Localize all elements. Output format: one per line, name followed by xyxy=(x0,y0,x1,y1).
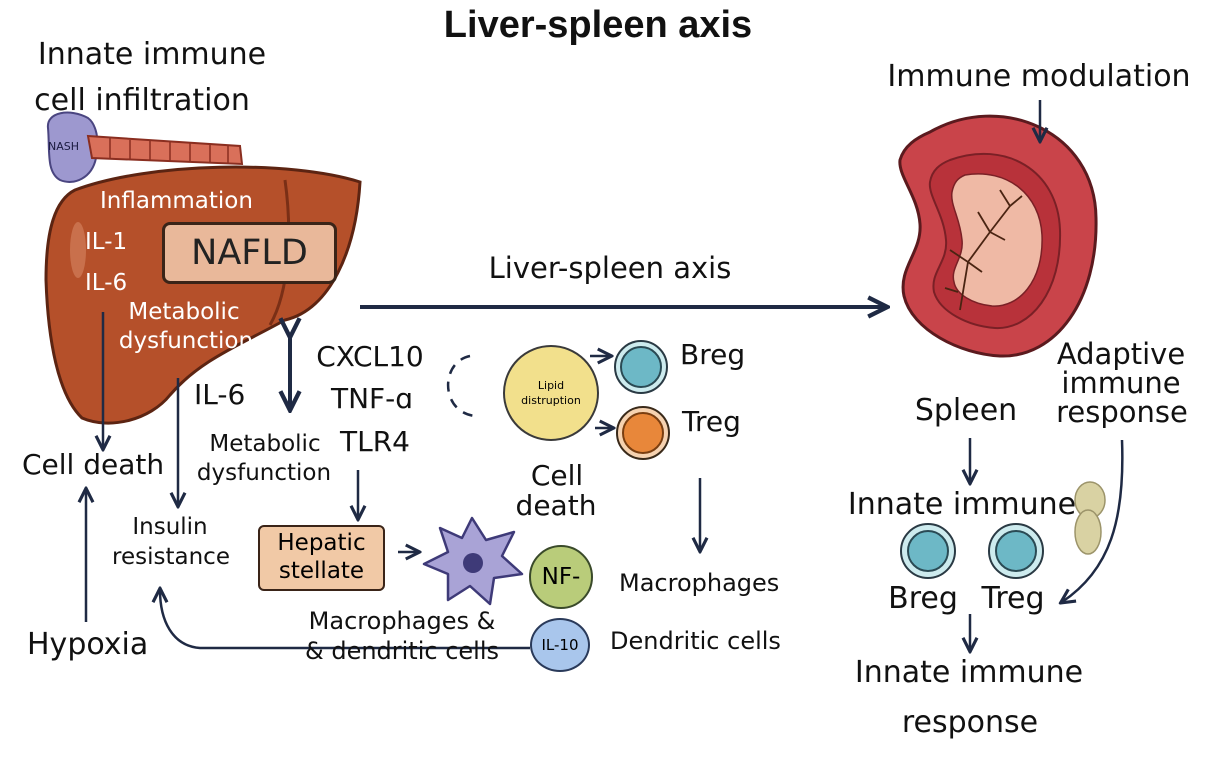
stellate-label: stellate xyxy=(278,558,365,584)
lipid-loop-dashed xyxy=(446,354,476,418)
macrophages-and-label: Macrophages & xyxy=(308,607,496,635)
innate-immune-header: Innate immune xyxy=(37,37,267,72)
metabolic-liver-label: Metabolic xyxy=(128,299,240,325)
innate-immune-spleen-label: Innate immune xyxy=(847,487,1077,522)
hepatic-label: Hepatic xyxy=(277,530,366,557)
breg-cell-icon xyxy=(614,340,668,394)
resistance-label: resistance xyxy=(112,544,230,570)
tnf-label: TNF-ɑ xyxy=(330,382,414,415)
macrophage-cell-icon xyxy=(422,516,524,606)
metabolic-center-label: Metabolic xyxy=(209,431,321,457)
immune-modulation-label: Immune modulation xyxy=(887,59,1191,94)
treg-spleen-label: Treg xyxy=(981,581,1045,616)
liver-spleen-axis-label: Liver-spleen axis xyxy=(488,251,732,285)
il1-label: IL-1 xyxy=(85,229,128,255)
response-label: response xyxy=(1056,395,1188,429)
breg-spleen-cell-icon xyxy=(900,523,956,579)
small-cell-icon xyxy=(1074,481,1106,555)
cell-death-left-label: Cell death xyxy=(22,448,165,481)
adaptive-to-treg-arrow xyxy=(1062,439,1124,602)
immune-label: immune xyxy=(1061,366,1181,400)
nash-label: NASH xyxy=(48,140,80,153)
dysfunction-liver-label: dysfunction xyxy=(118,328,254,354)
macrophages-to-insulin-arrow xyxy=(160,590,508,650)
hypoxia-label: Hypoxia xyxy=(27,627,149,662)
breg-spleen-label: Breg xyxy=(888,581,958,616)
lipid-label: Lipid xyxy=(537,378,565,392)
dysfunction-center-label: dysfunction xyxy=(196,460,332,486)
spleen-icon xyxy=(898,114,1098,358)
adaptive-label: Adaptive xyxy=(1056,337,1186,371)
distruption-label: distruption xyxy=(521,394,581,407)
cell-infiltration-header: cell infiltration xyxy=(34,83,250,118)
cell-death-center-bottom: death xyxy=(515,489,597,522)
treg-spleen-cell-icon xyxy=(988,523,1044,579)
il6-liver-label: IL-6 xyxy=(85,270,128,296)
hepatic-stellate-box: Hepatic stellate xyxy=(258,525,385,591)
breg-center-label: Breg xyxy=(680,338,746,371)
nf-cell: NF- xyxy=(529,545,593,609)
treg-cell-icon xyxy=(616,406,670,460)
cell-death-center-top: Cell xyxy=(530,459,584,492)
tlr4-label: TLR4 xyxy=(340,425,410,458)
treg-center-label: Treg xyxy=(682,405,741,438)
macrophages-label: Macrophages xyxy=(619,569,780,597)
dendritic-cells-label: Dendritic cells xyxy=(610,627,781,655)
il10-cell: IL-10 xyxy=(530,618,590,672)
innate-immune-response-top: Innate immune xyxy=(854,655,1084,690)
innate-immune-response-bottom: response xyxy=(901,705,1039,740)
cxcl10-label: CXCL10 xyxy=(316,340,424,373)
insulin-label: Insulin xyxy=(132,514,208,540)
nafld-box: NAFLD xyxy=(162,222,337,284)
il6-center-label: IL-6 xyxy=(194,378,246,411)
dendritic-cells-and-label: & dendritic cells xyxy=(304,637,500,665)
lipid-disruption-cell: Lipid distruption xyxy=(503,345,599,441)
nash-organ-icon xyxy=(46,111,244,183)
inflammation-label: Inflammation xyxy=(100,188,253,214)
spleen-label: Spleen xyxy=(914,393,1018,428)
page-title: Liver-spleen axis xyxy=(443,4,753,46)
